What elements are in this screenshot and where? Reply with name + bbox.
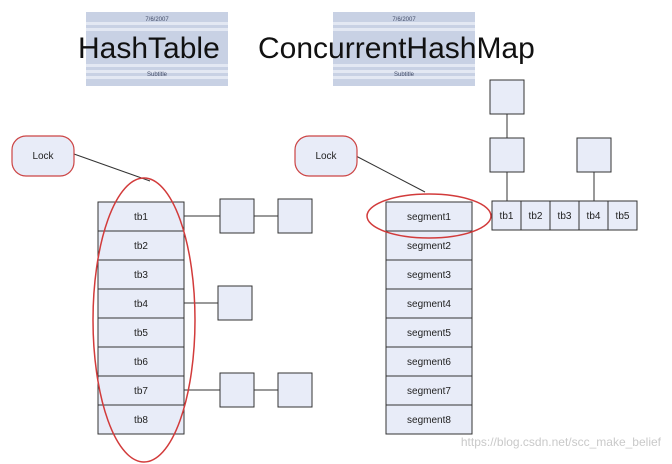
hashtable-chain-4-node-1 bbox=[217, 285, 253, 321]
banner-left-date: 7/6/2007 bbox=[145, 17, 169, 23]
hashtable-cell-6-label: tb6 bbox=[134, 357, 148, 368]
banner-left-stripe-3 bbox=[86, 64, 228, 67]
hashtable-lock-scope-ellipse bbox=[92, 177, 196, 463]
concurrent-lock-label: Lock bbox=[315, 151, 337, 162]
segment1-lock-scope-ellipse bbox=[366, 193, 492, 239]
banner-left-subtitle: Subtitle bbox=[147, 72, 168, 78]
segment-chain-tb1-node-2 bbox=[489, 137, 525, 173]
segment-cell-5-label: segment5 bbox=[407, 328, 451, 339]
banner-right: 7/6/2007 Subtitle bbox=[333, 12, 475, 86]
concurrent-lock-bubble bbox=[294, 135, 358, 177]
hashtable-cell-5 bbox=[97, 317, 185, 348]
segment-table-cell-3 bbox=[549, 200, 580, 231]
segment-table-cell-5-label: tb5 bbox=[616, 211, 630, 222]
banner-left: 7/6/2007 Subtitle bbox=[86, 12, 228, 86]
title-hashtable: HashTable bbox=[78, 32, 220, 65]
segment-cell-6 bbox=[385, 346, 473, 377]
hashtable-cell-7-label: tb7 bbox=[134, 386, 148, 397]
title-concurrent: ConcurrentHashMap bbox=[258, 32, 535, 65]
hashtable-cell-5-label: tb5 bbox=[134, 328, 148, 339]
segment-chain-tb1-node-1 bbox=[489, 79, 525, 115]
hashtable-column: tb1 tb2 tb3 tb4 tb5 tb6 tb7 tb8 bbox=[97, 201, 185, 435]
segment-table-cell-4-label: tb4 bbox=[587, 211, 601, 222]
segment-cell-2-label: segment2 bbox=[407, 241, 451, 252]
hashtable-cell-2 bbox=[97, 230, 185, 261]
banner-right-stripe-5 bbox=[333, 76, 475, 79]
segment-table-cell-5 bbox=[607, 200, 638, 231]
segment-table-row: tb1 tb2 tb3 tb4 tb5 bbox=[491, 200, 638, 231]
segment-cell-7 bbox=[385, 375, 473, 406]
hashtable-lock-bubble bbox=[11, 135, 75, 177]
segment-cell-3 bbox=[385, 259, 473, 290]
segment-cell-5 bbox=[385, 317, 473, 348]
segment-table-cell-2 bbox=[520, 200, 551, 231]
banner-right-stripe-3 bbox=[333, 64, 475, 67]
hashtable-chain-7-node-2 bbox=[277, 372, 313, 408]
banner-left-stripe-2 bbox=[86, 28, 228, 31]
banner-right-stripe-1 bbox=[333, 22, 475, 25]
hashtable-cell-8 bbox=[97, 404, 185, 435]
hashtable-chain-1-node-1 bbox=[219, 198, 255, 234]
hashtable-cell-3-label: tb3 bbox=[134, 270, 148, 281]
hashtable-cell-1 bbox=[97, 201, 185, 232]
concurrent-lock-connector bbox=[355, 155, 426, 193]
segment-cell-3-label: segment3 bbox=[407, 270, 451, 281]
hashtable-cell-4-label: tb4 bbox=[134, 299, 148, 310]
banner-right-subtitle: Subtitle bbox=[394, 72, 415, 78]
segment-chain-tb4-node-1 bbox=[576, 137, 612, 173]
banner-right-stripe-4 bbox=[333, 70, 475, 73]
hashtable-cell-2-label: tb2 bbox=[134, 241, 148, 252]
segment-cell-7-label: segment7 bbox=[407, 386, 451, 397]
hashtable-cell-3 bbox=[97, 259, 185, 290]
segment-cell-6-label: segment6 bbox=[407, 357, 451, 368]
segment-table-cell-1-label: tb1 bbox=[500, 211, 514, 222]
hashtable-cell-7 bbox=[97, 375, 185, 406]
hashtable-cell-1-label: tb1 bbox=[134, 212, 148, 223]
banner-left-stripe-5 bbox=[86, 76, 228, 79]
segment-cell-8 bbox=[385, 404, 473, 435]
banner-left-stripe-1 bbox=[86, 22, 228, 25]
segment-table-cell-3-label: tb3 bbox=[558, 211, 572, 222]
segment-table-cell-2-label: tb2 bbox=[529, 211, 543, 222]
hashtable-chain-1-node-2 bbox=[277, 198, 313, 234]
hashtable-lock-label: Lock bbox=[32, 151, 54, 162]
segment-cell-4-label: segment4 bbox=[407, 299, 451, 310]
concurrent-segment-column: segment1 segment2 segment3 segment4 segm… bbox=[385, 201, 473, 435]
hashtable-chain-7-node-1 bbox=[219, 372, 255, 408]
hashtable-lock-connector bbox=[73, 153, 151, 182]
watermark-text: https://blog.csdn.net/scc_make_belief bbox=[461, 435, 662, 449]
hashtable-cell-6 bbox=[97, 346, 185, 377]
segment-cell-1-label: segment1 bbox=[407, 212, 451, 223]
hashtable-cell-8-label: tb8 bbox=[134, 415, 148, 426]
segment-cell-8-label: segment8 bbox=[407, 415, 451, 426]
banner-right-stripe-2 bbox=[333, 28, 475, 31]
segment-cell-4 bbox=[385, 288, 473, 319]
banner-right-date: 7/6/2007 bbox=[392, 17, 416, 23]
banner-left-stripe-4 bbox=[86, 70, 228, 73]
